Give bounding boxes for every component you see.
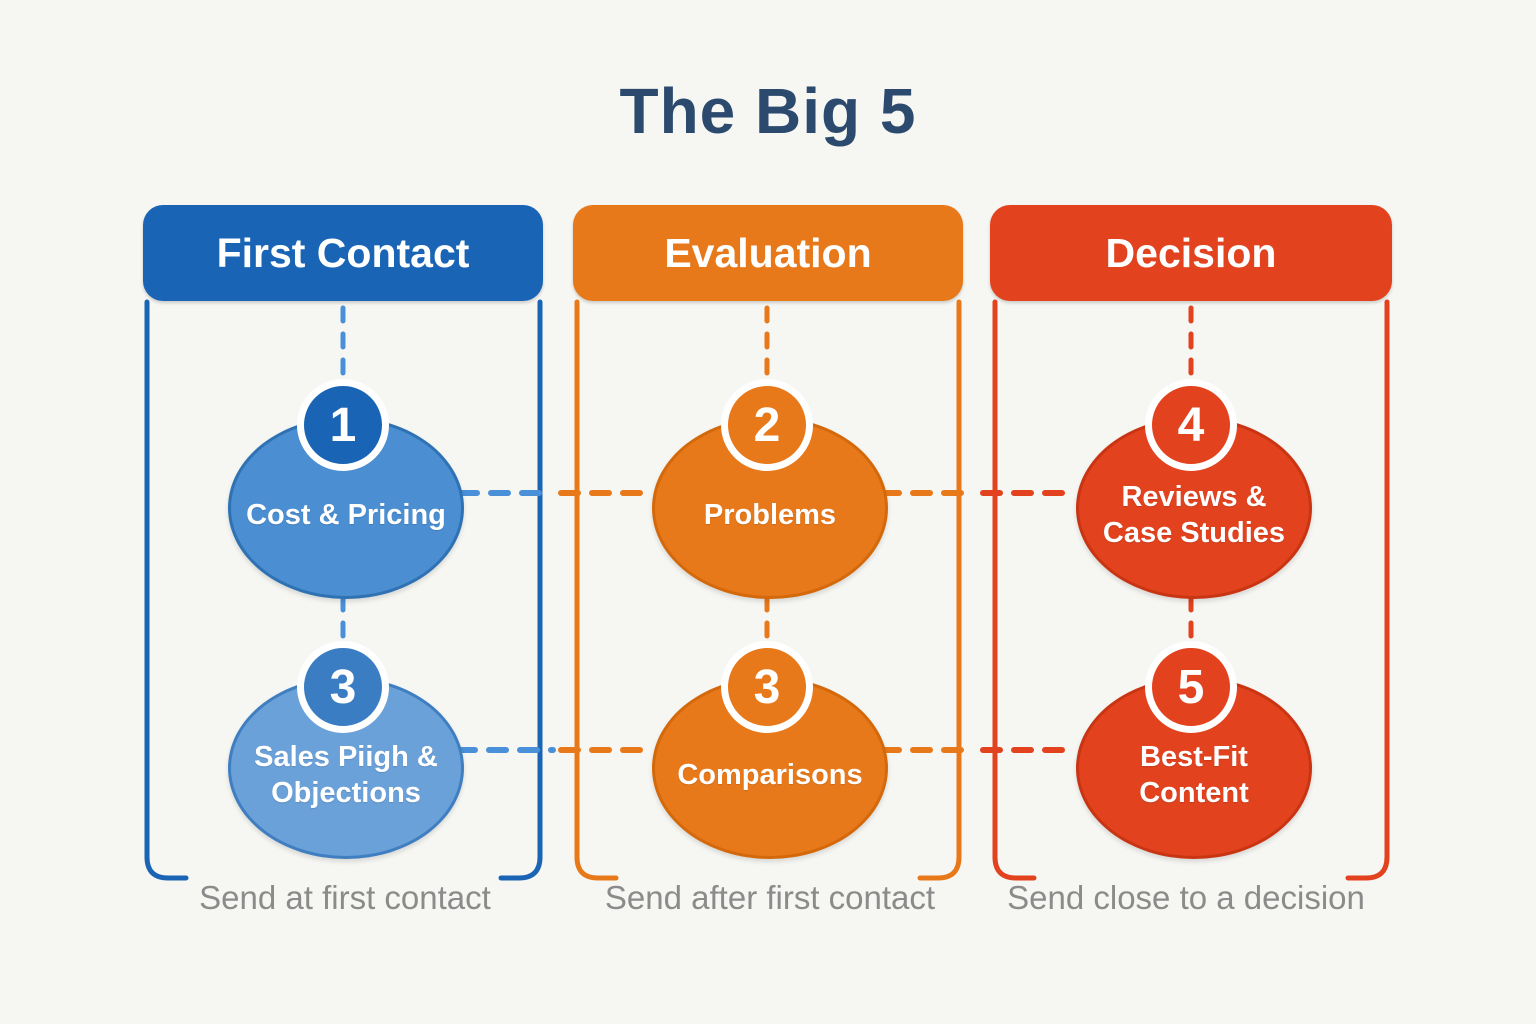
bracket-decision-right [1345, 299, 1390, 881]
caption-first-contact: Send at first contact [199, 879, 491, 916]
number-badge-3-orange: 3 [721, 641, 813, 733]
number-badge-2: 2 [721, 379, 813, 471]
bracket-first-contact-left [144, 299, 189, 881]
number-badge-1: 1 [297, 379, 389, 471]
bracket-decision-left [992, 299, 1037, 881]
bracket-evaluation-right [917, 299, 962, 881]
page-title: The Big 5 [619, 75, 917, 147]
node-label: Problems [703, 498, 837, 531]
header-evaluation: Evaluation [573, 205, 963, 301]
number-badge-4: 4 [1145, 379, 1237, 471]
node-sales-pitch-objections: Sales Piigh & Objections [228, 677, 464, 859]
bracket-first-contact-right [498, 299, 543, 881]
node-label: Reviews & Case Studies [1102, 480, 1286, 549]
caption-evaluation: Send after first contact [604, 879, 936, 916]
bracket-evaluation-left [574, 299, 619, 881]
caption-decision: Send close to a decision [1007, 879, 1365, 916]
header-first-contact: First Contact [143, 205, 543, 301]
node-label: Sales Piigh & Objections [254, 740, 438, 809]
number-badge-5: 5 [1145, 641, 1237, 733]
node-label: Best-Fit Content [1139, 740, 1249, 809]
number-badge-3-blue: 3 [297, 641, 389, 733]
node-label: Comparisons [677, 758, 863, 791]
node-label: Cost & Pricing [246, 498, 446, 531]
header-decision: Decision [990, 205, 1392, 301]
